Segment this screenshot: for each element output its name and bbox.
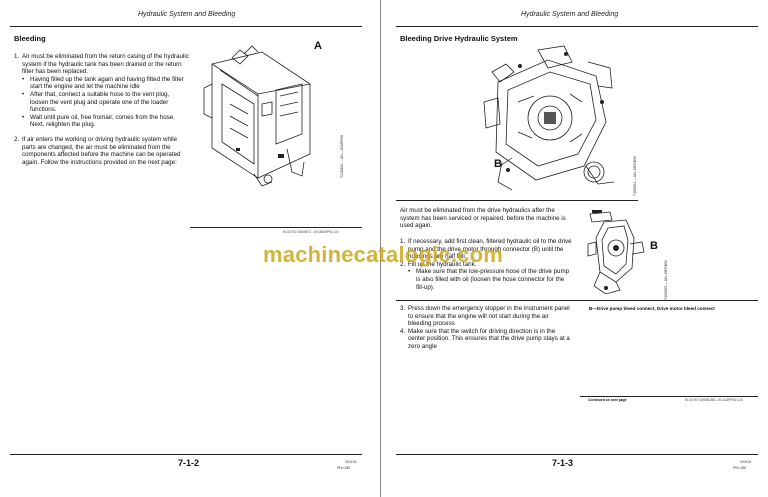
- right-intro: Air must be eliminated from the drive hy…: [400, 207, 566, 230]
- bullet-item: •Wait until pure oil, free fromair, come…: [22, 113, 175, 129]
- right-mid-rule: [396, 300, 758, 301]
- page-gutter: [380, 0, 381, 497]
- figure-caption: B—Drive pump bleed connect, Drive motor …: [589, 306, 715, 311]
- item-text: If air enters the working or driving hyd…: [22, 135, 181, 166]
- left-item-2: 2. If air enters the working or driving …: [14, 136, 189, 166]
- right-page-header: Hydraulic System and Bleeding: [521, 11, 619, 18]
- step-text: If necessary, add first clean, filtered …: [408, 238, 572, 261]
- step-3: 3. Press down the emergency stopper in t…: [400, 305, 572, 328]
- bullet-item: •Having filled up the tank again and hav…: [22, 75, 184, 91]
- right-footer-pn: PN=156: [733, 466, 747, 470]
- item-number: 1.: [14, 53, 20, 60]
- right-page-number: 7-1-3: [552, 458, 574, 468]
- step-number: 2.: [400, 260, 406, 268]
- right-footer-code: 000105: [740, 460, 752, 464]
- right-steps: 1. If necessary, add first clean, filter…: [400, 238, 572, 291]
- item-number: 2.: [14, 135, 20, 143]
- right-ref-code: EL02757,0000B19A ‑19‑21APR92‑1/3: [685, 398, 743, 402]
- step-text: Fill up the hydraulic tank.: [408, 260, 477, 268]
- left-footer-code: 000105: [345, 460, 357, 464]
- left-page-header: Hydraulic System and Bleeding: [138, 11, 236, 18]
- drive-motor-illustration: [587, 210, 645, 295]
- bullet-item: •After that, connect a suitable hose to …: [22, 90, 170, 114]
- step-number: 4.: [400, 327, 406, 335]
- right-steps-continued: 3. Press down the emergency stopper in t…: [400, 305, 572, 351]
- left-page-number: 7-1-2: [178, 458, 200, 468]
- right-section-title: Bleeding Drive Hydraulic System: [400, 34, 518, 43]
- drive-pump-illustration: [483, 45, 615, 191]
- left-bottom-rule: [190, 227, 362, 228]
- left-instructions: 1. Air must be eliminated from the retur…: [14, 53, 189, 166]
- bullet-text: Make sure that the low-pressure hose of …: [416, 268, 570, 291]
- item-text: Air must be eliminated from the return c…: [22, 53, 189, 76]
- right-bottom-rule: [580, 396, 758, 397]
- left-section-title: Bleeding: [14, 34, 46, 43]
- step-2: 2. Fill up the hydraulic tank.: [400, 261, 572, 269]
- continued-note: Continued on next page: [588, 398, 627, 402]
- step-1: 1. If necessary, add first clean, filter…: [400, 238, 572, 261]
- left-header-rule: [10, 26, 362, 27]
- watermark-text: machinecatalogic.com: [263, 242, 503, 267]
- right-header-rule: [396, 26, 758, 27]
- left-ref-code: EL02757,0000B7C ‑19‑08SEP94‑1/1: [283, 230, 339, 234]
- hydraulic-tank-illustration: [203, 45, 311, 187]
- step-text: Make sure that the switch for driving di…: [408, 327, 570, 350]
- right-figure1-id: T165854 —UN‑19FEB93: [633, 155, 637, 196]
- step-text: Press down the emergency stopper in the …: [408, 305, 570, 328]
- right-fig1-rule: [396, 200, 638, 201]
- step-4: 4. Make sure that the switch for driving…: [400, 328, 572, 351]
- bullet-item: •Make sure that the low-pressure hose of…: [408, 268, 570, 291]
- callout-b-motor: B: [650, 240, 658, 252]
- right-figure2-id: T165855 —UN‑19FEB93: [664, 259, 668, 300]
- left-figure-id: T216800 —UN—26APR95: [340, 135, 344, 178]
- callout-b-pump: B: [494, 158, 502, 170]
- bullet-text: After that, connect a suitable hose to t…: [30, 90, 170, 114]
- step-number: 3.: [400, 305, 406, 312]
- left-footer-pn: PN=155: [337, 466, 351, 470]
- right-footer-rule: [396, 454, 758, 455]
- left-footer-rule: [10, 454, 362, 455]
- step-number: 1.: [400, 238, 406, 245]
- left-item-1: 1. Air must be eliminated from the retur…: [14, 53, 189, 76]
- bullet-text: Having filled up the tank again and havi…: [30, 75, 184, 91]
- callout-a: A: [314, 40, 322, 52]
- bullet-text: Wait until pure oil, free fromair, comes…: [30, 113, 175, 129]
